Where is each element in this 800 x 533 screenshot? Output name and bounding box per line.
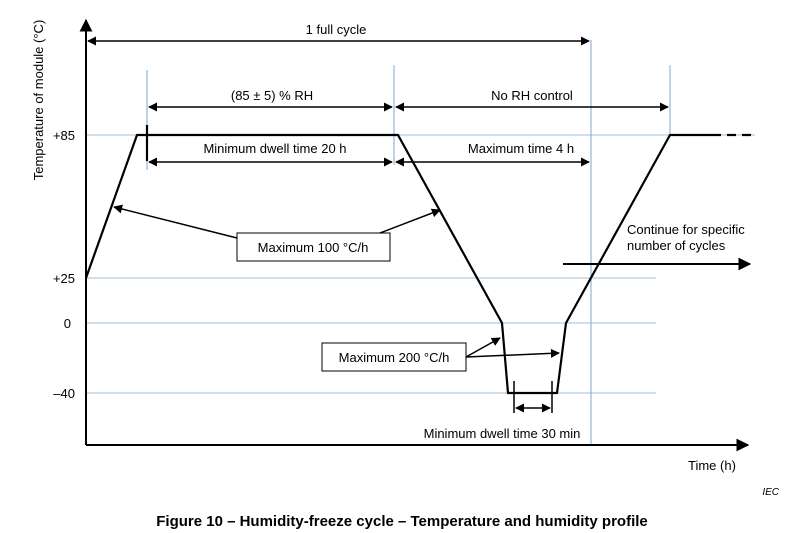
max-100-box [236,232,391,262]
full-cycle-label: 1 full cycle [306,22,367,37]
continue-label-line2: number of cycles [627,238,726,253]
callout-pointers [113,204,752,358]
dimension-arrows [87,36,669,413]
max-100-pointer-right [379,208,441,234]
figure-caption: Figure 10 – Humidity-freeze cycle – Temp… [156,513,648,530]
x-axis-label: Time (h) [688,458,736,473]
max-200-label: Maximum 200 °C/h [339,350,450,365]
rh-controlled-label: (85 ± 5) % RH [231,88,313,103]
max-time-4h-label: Maximum time 4 h [468,141,574,156]
publisher-mark: IEC [762,487,779,498]
y-axis-label: Temperature of module (°C) [31,20,46,181]
y-tick-25: +25 [53,271,75,286]
temperature-profile [84,133,712,395]
max-200-pointer-right [465,348,560,358]
continue-label-line1: Continue for specific [627,222,745,237]
y-tick-85: +85 [53,128,75,143]
max-100-label: Maximum 100 °C/h [258,240,369,255]
phase-boundaries [146,40,671,445]
min-dwell-20h-label: Minimum dwell time 20 h [203,141,346,156]
max-200-pointer-left [465,337,501,358]
y-tick-minus40: –40 [53,386,75,401]
min-dwell-30min-label: Minimum dwell time 30 min [424,426,581,441]
max-100-pointer-left [113,204,238,239]
y-tick-0: 0 [64,316,71,331]
no-rh-control-label: No RH control [491,88,573,103]
